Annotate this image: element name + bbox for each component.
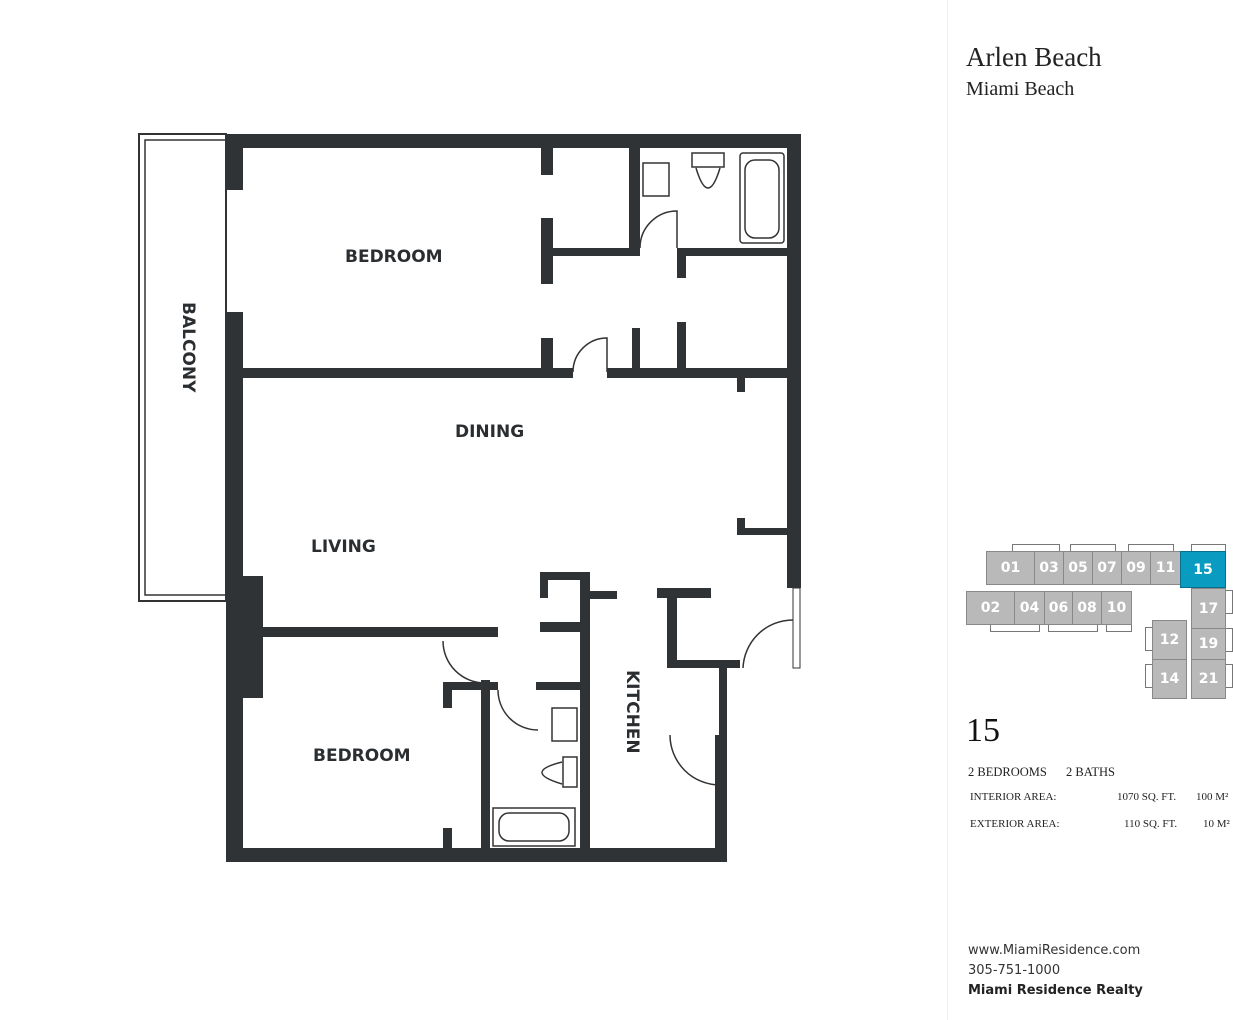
- floor-plan: BEDROOM BALCONY DINING LIVING BEDROOM KI…: [138, 133, 801, 862]
- exterior-label: EXTERIOR AREA:: [970, 818, 1060, 830]
- city-name: Miami Beach: [966, 78, 1075, 100]
- label-dining: DINING: [455, 422, 524, 442]
- unit-03[interactable]: 03: [1034, 551, 1064, 585]
- bedrooms: 2 BEDROOMS: [968, 765, 1047, 779]
- phone-number[interactable]: 305-751-1000: [968, 963, 1061, 978]
- interior-m2: 100 M²: [1196, 791, 1229, 803]
- doors-fixtures: [442, 152, 794, 847]
- divider: [947, 0, 948, 1020]
- unit-12[interactable]: 12: [1152, 620, 1187, 660]
- unit-06[interactable]: 06: [1044, 591, 1073, 625]
- label-bedroom-2: BEDROOM: [313, 746, 411, 766]
- company-name: Miami Residence Realty: [968, 983, 1143, 998]
- interior-label: INTERIOR AREA:: [970, 791, 1057, 803]
- unit-19[interactable]: 19: [1191, 628, 1226, 660]
- unit-21[interactable]: 21: [1191, 659, 1226, 699]
- unit-17[interactable]: 17: [1191, 588, 1226, 629]
- unit-09[interactable]: 09: [1121, 551, 1151, 585]
- baths: 2 BATHS: [1066, 765, 1115, 779]
- walls: [138, 133, 801, 862]
- unit-14[interactable]: 14: [1152, 659, 1187, 699]
- website-link[interactable]: www.MiamiResidence.com: [968, 943, 1141, 958]
- label-living: LIVING: [311, 537, 376, 557]
- interior-sqft: 1070 SQ. FT.: [1117, 791, 1177, 803]
- building-name: Arlen Beach: [966, 42, 1102, 72]
- label-bedroom-1: BEDROOM: [345, 247, 443, 267]
- unit-07[interactable]: 07: [1092, 551, 1122, 585]
- unit-10[interactable]: 10: [1101, 591, 1132, 625]
- unit-05[interactable]: 05: [1063, 551, 1093, 585]
- unit-number: 15: [966, 712, 1000, 749]
- unit-04[interactable]: 04: [1014, 591, 1045, 625]
- exterior-m2: 10 M²: [1203, 818, 1230, 830]
- unit-11[interactable]: 11: [1150, 551, 1181, 585]
- exterior-sqft: 110 SQ. FT.: [1124, 818, 1178, 830]
- label-balcony: BALCONY: [178, 302, 198, 393]
- unit-08[interactable]: 08: [1072, 591, 1102, 625]
- unit-01[interactable]: 01: [986, 551, 1035, 585]
- unit-15-selected[interactable]: 15: [1180, 551, 1226, 588]
- unit-02[interactable]: 02: [966, 591, 1015, 625]
- label-kitchen: KITCHEN: [622, 670, 642, 754]
